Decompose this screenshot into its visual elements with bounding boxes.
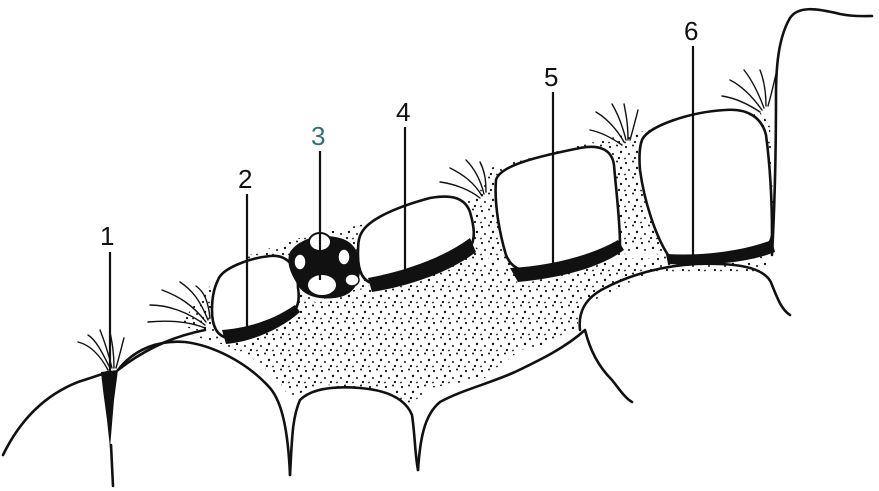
- cilia-tuft-1: [78, 330, 124, 370]
- label-1: 1: [100, 221, 114, 251]
- label-5: 5: [544, 62, 558, 92]
- label-3: 3: [311, 121, 325, 151]
- cilia-tuft-4: [440, 160, 486, 198]
- cell-6-body: [639, 110, 772, 261]
- cell-3-chamber-small: [345, 274, 359, 286]
- label-2: 2: [238, 164, 252, 194]
- cell-3-chamber-left: [294, 254, 306, 270]
- epithelial-boundary: [118, 330, 205, 370]
- cell-3-chamber-bottom: [307, 274, 337, 296]
- outer-contour-bump-2: [290, 387, 418, 475]
- cell-1-dark-wedge: [101, 370, 118, 448]
- cell-3-chamber-right: [338, 249, 350, 265]
- cilia-tuft-6: [722, 70, 776, 112]
- outer-contour-left: [3, 372, 108, 455]
- label-6: 6: [684, 16, 698, 46]
- outer-contour-right: [772, 9, 872, 255]
- cilia-tuft-2: [148, 282, 210, 328]
- label-4: 4: [396, 97, 410, 127]
- cell-1-tail: [111, 445, 113, 486]
